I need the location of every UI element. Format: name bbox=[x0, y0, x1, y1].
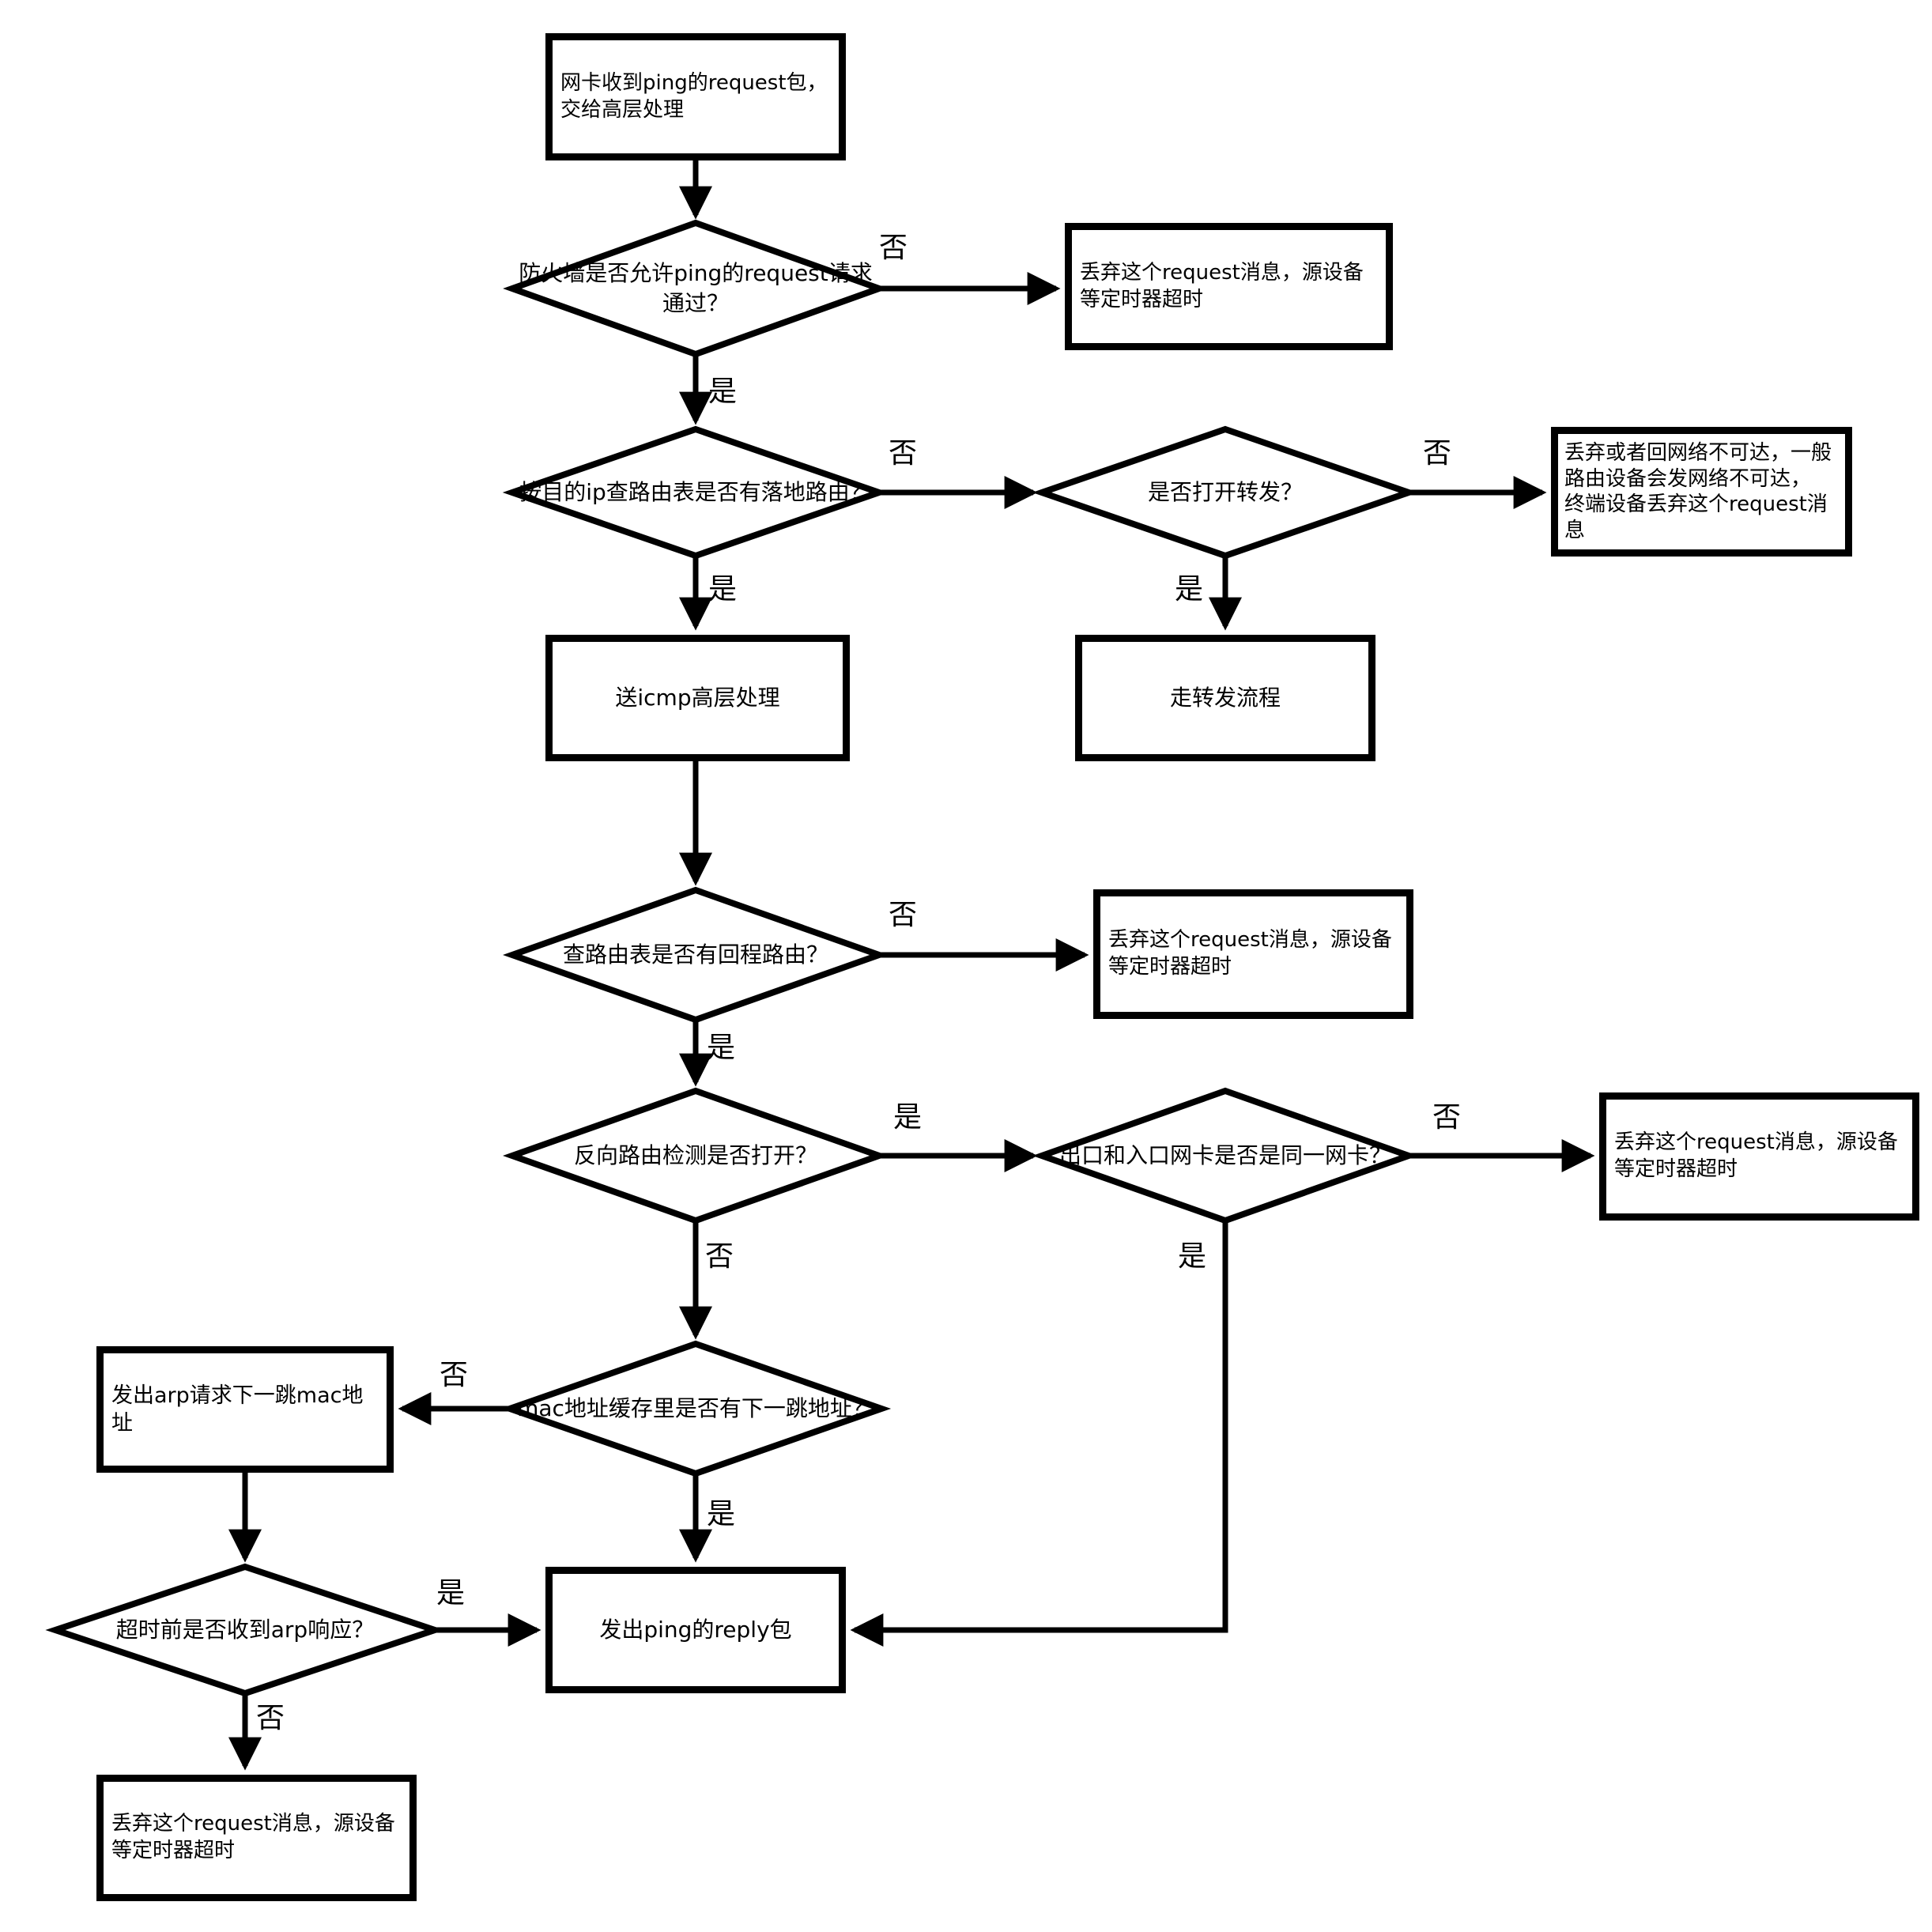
edge-label-forward-yes: 是 bbox=[1175, 573, 1204, 606]
label-mac-cache-check: mac地址缓存里是否有下一跳地址？ bbox=[517, 1395, 874, 1422]
edge-label-same-nic-yes: 是 bbox=[1178, 1240, 1207, 1273]
edge-label-route-yes: 是 bbox=[708, 573, 738, 606]
edge-label-fw-no: 否 bbox=[879, 232, 908, 264]
node-start: 网卡收到ping的request包， 交给高层处理 bbox=[545, 33, 846, 160]
edge-label-mac-no: 否 bbox=[440, 1359, 469, 1391]
node-icmp-process: 送icmp高层处理 bbox=[545, 635, 850, 761]
node-drop-timeout-3: 丢弃这个request消息，源设备 等定时器超时 bbox=[1599, 1092, 1919, 1221]
edge-label-forward-no: 否 bbox=[1423, 437, 1452, 470]
diamond-arp-response-check bbox=[45, 1563, 445, 1697]
label-forward-check: 是否打开转发？ bbox=[1147, 479, 1303, 506]
node-forward-flow: 走转发流程 bbox=[1075, 635, 1375, 761]
edge-label-arp-resp-no: 否 bbox=[256, 1702, 285, 1734]
label-route-check: 按目的ip查路由表是否有落地路由？ bbox=[519, 479, 872, 506]
edge-same-nic-yes bbox=[850, 1221, 1228, 1647]
diamond-same-nic-check bbox=[1032, 1087, 1419, 1224]
node-drop-timeout-1: 丢弃这个request消息，源设备 等定时器超时 bbox=[1065, 223, 1393, 350]
diamond-mac-cache-check bbox=[500, 1340, 892, 1477]
diamond-return-route-check bbox=[502, 886, 889, 1024]
node-drop-timeout-4: 丢弃这个request消息，源设备 等定时器超时 bbox=[96, 1775, 417, 1901]
diamond-fw-check bbox=[503, 219, 889, 358]
node-unreachable: 丢弃或者回网络不可达，一般 路由设备会发网络不可达， 终端设备丢弃这个reque… bbox=[1551, 427, 1852, 557]
label-reverse-route-check: 反向路由检测是否打开？ bbox=[573, 1142, 817, 1169]
edge-label-mac-yes: 是 bbox=[707, 1498, 736, 1530]
edge-label-return-route-no: 否 bbox=[889, 899, 918, 931]
diamond-forward-check bbox=[1032, 425, 1419, 560]
edge-label-route-no: 否 bbox=[889, 437, 918, 470]
diamond-route-check bbox=[502, 425, 889, 560]
label-return-route-check: 查路由表是否有回程路由？ bbox=[562, 941, 828, 968]
node-drop-timeout-2: 丢弃这个request消息，源设备 等定时器超时 bbox=[1093, 889, 1413, 1019]
label-fw-check: 防火墙是否允许ping的request请求 通过？ bbox=[519, 260, 873, 316]
edge-label-same-nic-no: 否 bbox=[1432, 1101, 1462, 1134]
node-arp-request: 发出arp请求下一跳mac地址 bbox=[96, 1346, 394, 1473]
edge-label-reverse-no: 否 bbox=[705, 1240, 734, 1273]
node-ping-reply: 发出ping的reply包 bbox=[545, 1567, 846, 1693]
edge-label-fw-yes: 是 bbox=[708, 375, 738, 408]
edge-label-return-route-yes: 是 bbox=[707, 1032, 736, 1064]
label-arp-response-check: 超时前是否收到arp响应？ bbox=[115, 1617, 375, 1643]
edge-label-reverse-yes: 是 bbox=[893, 1101, 923, 1134]
diamond-reverse-route-check bbox=[502, 1087, 889, 1224]
label-same-nic-check: 出口和入口网卡是否是同一网卡？ bbox=[1058, 1142, 1391, 1169]
edge-label-arp-resp-yes: 是 bbox=[436, 1577, 466, 1609]
